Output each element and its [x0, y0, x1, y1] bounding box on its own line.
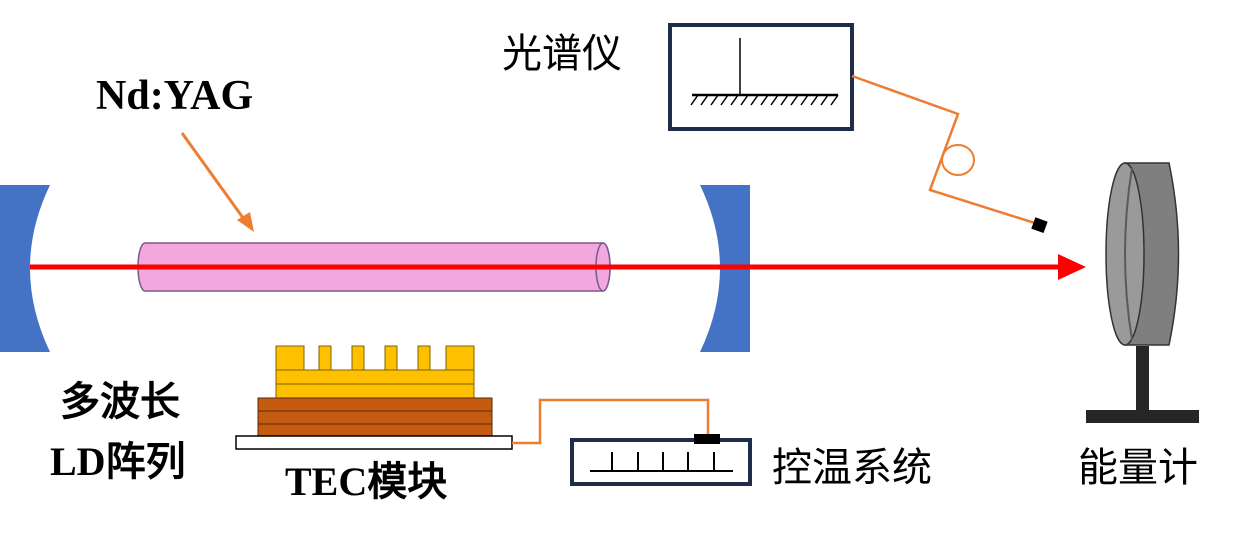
left-cavity-mirror	[0, 185, 50, 352]
temp-control-box	[570, 434, 752, 486]
spectrometer-label: 光谱仪	[502, 31, 622, 77]
spectrometer-fiber	[851, 74, 1048, 234]
temp-control-label: 控温系统	[772, 445, 932, 491]
ld-array-stack	[235, 345, 513, 450]
tec-module-label: TEC模块	[285, 459, 448, 504]
ld-array-label-line2: LD阵列	[50, 439, 186, 484]
energy-meter-label: 能量计	[1078, 445, 1198, 491]
spectrometer-box	[668, 23, 854, 131]
energy-meter	[1086, 162, 1199, 423]
crystal-label: Nd:YAG	[96, 73, 254, 119]
ld-array-label-line1: 多波长	[60, 379, 180, 425]
grating-hatching	[690, 94, 839, 106]
crystal-pointer-arrow	[180, 132, 254, 232]
tec-control-wire	[512, 398, 710, 445]
laser-beam	[30, 254, 1086, 280]
